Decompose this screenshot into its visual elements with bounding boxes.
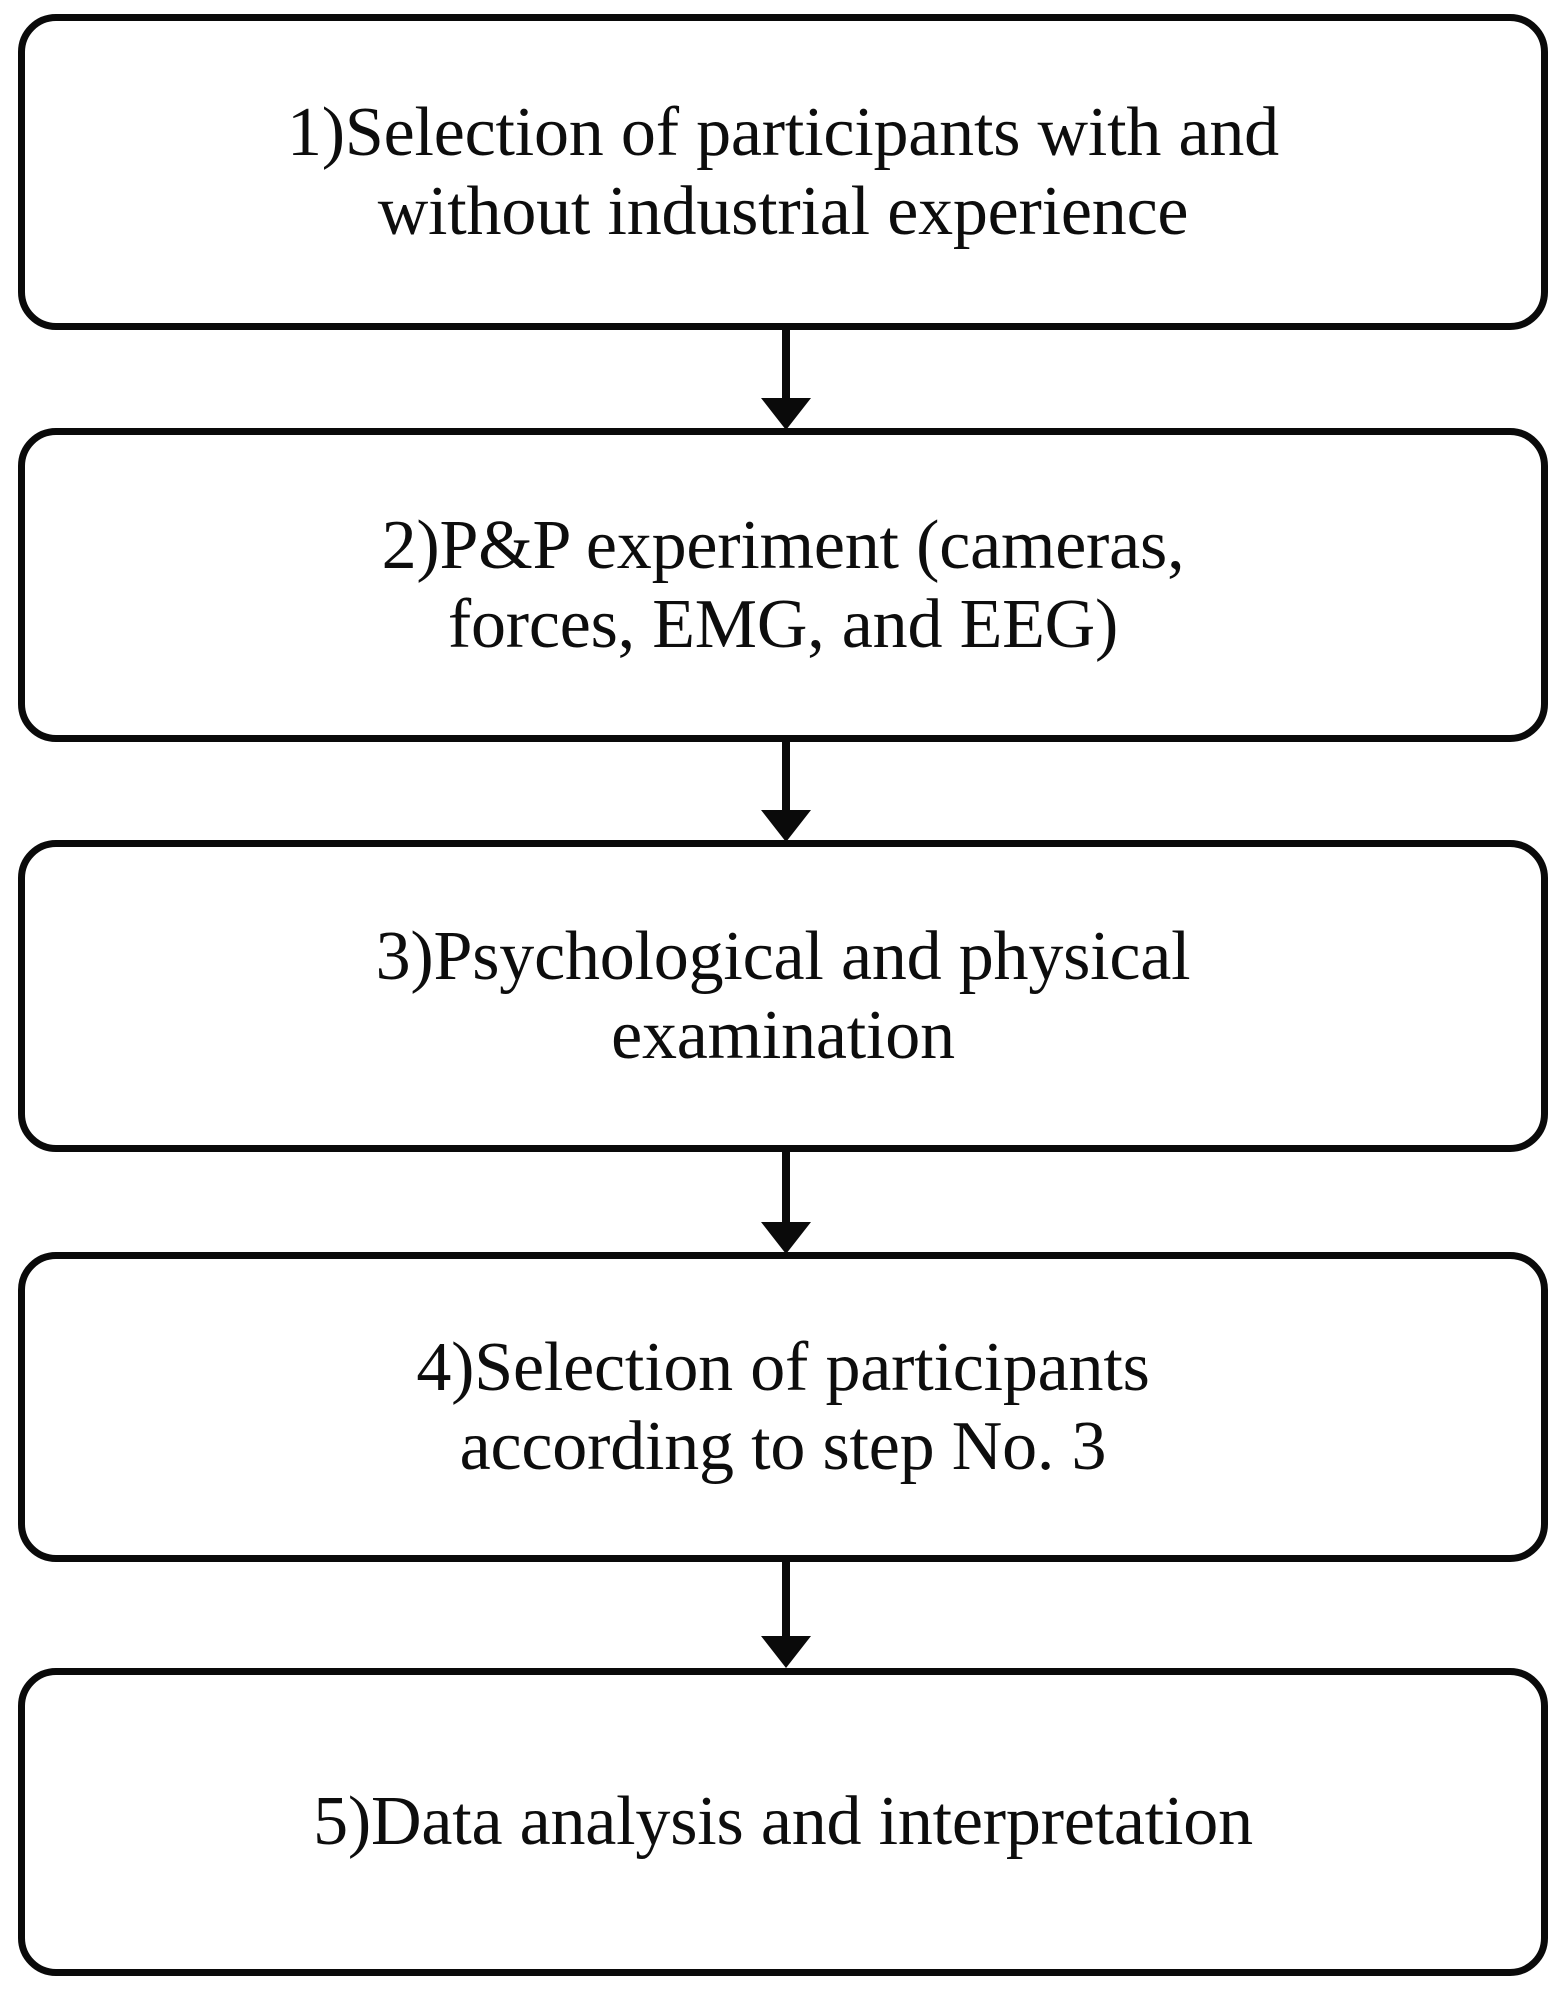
flowchart-node-step-4: 4)Selection of participants according to…: [18, 1252, 1548, 1562]
flowchart-connector-arrow-4-5: [0, 1560, 1565, 1672]
flowchart-node-label-step-4: 4)Selection of participants according to…: [416, 1328, 1150, 1485]
flowchart-node-step-5: 5)Data analysis and interpretation: [18, 1668, 1548, 1976]
flowchart-connector-arrow-2-3: [0, 740, 1565, 844]
flowchart-node-label-step-3: 3)Psychological and physical examination: [375, 917, 1191, 1074]
down-arrow-icon: [761, 1560, 811, 1668]
flowchart-node-label-step-2: 2)P&P experiment (cameras, forces, EMG, …: [381, 506, 1185, 663]
down-arrow-icon: [761, 328, 811, 430]
down-arrow-icon: [761, 1150, 811, 1254]
flowchart-node-step-3: 3)Psychological and physical examination: [18, 840, 1548, 1152]
down-arrow-icon: [761, 740, 811, 842]
flowchart-connector-arrow-1-2: [0, 328, 1565, 432]
flowchart-node-step-1: 1)Selection of participants with and wit…: [18, 14, 1548, 330]
flowchart-connector-arrow-3-4: [0, 1150, 1565, 1256]
flowchart-node-label-step-1: 1)Selection of participants with and wit…: [287, 93, 1279, 250]
flowchart-node-label-step-5: 5)Data analysis and interpretation: [313, 1783, 1253, 1861]
flowchart-node-step-2: 2)P&P experiment (cameras, forces, EMG, …: [18, 428, 1548, 742]
